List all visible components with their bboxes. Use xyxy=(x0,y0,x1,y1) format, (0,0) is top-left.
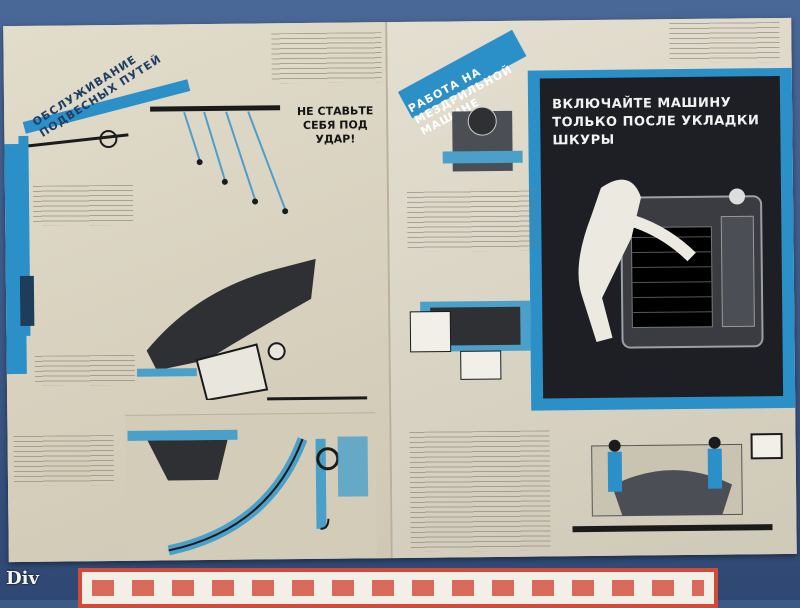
right-lower-text xyxy=(409,430,551,552)
hook-bar xyxy=(267,396,368,401)
machine-top-illustration xyxy=(442,106,523,172)
left-bottom-text xyxy=(13,435,115,487)
rollers-illustration xyxy=(127,429,369,556)
left-intro-text xyxy=(271,32,382,84)
warning-heading: НЕ СТАВЬТЕ СЕБЯ ПОД УДАР! xyxy=(296,104,374,146)
poster-right-panel: РАБОТА НА МЕЗДРИЛЬНОЙ МАШИНЕ ВКЛЮЧАЙТЕ М… xyxy=(387,17,797,559)
safety-poster: ОБСЛУЖИВАНИЕ ПОДВЕСНЫХ ПУТЕЙ НЕ СТАВЬТЕ … xyxy=(3,17,797,563)
poster-left-panel: ОБСЛУЖИВАНИЕ ПОДВЕСНЫХ ПУТЕЙ НЕ СТАВЬТЕ … xyxy=(3,22,393,563)
hide-trolley-illustration xyxy=(136,258,316,401)
warning-image-panel: ВКЛЮЧАЙТЕ МАШИНУ ТОЛЬКО ПОСЛЕ УКЛАДКИ ШК… xyxy=(539,76,784,399)
warning-image-heading: ВКЛЮЧАЙТЕ МАШИНУ ТОЛЬКО ПОСЛЕ УКЛАДКИ ШК… xyxy=(551,95,760,149)
right-column-text xyxy=(406,190,538,252)
left-side-text-2 xyxy=(34,354,135,386)
bottom-sign xyxy=(78,568,718,608)
workers-machine-illustration xyxy=(572,433,783,533)
right-intro-text xyxy=(669,22,780,64)
sign-stripes xyxy=(92,580,704,596)
fleshing-machine-illustration xyxy=(578,179,764,349)
rail-hooks-illustration xyxy=(150,105,289,215)
rail-frame-illustration xyxy=(18,130,129,336)
watermark-text: Div xyxy=(6,568,39,589)
machine-middle-illustration xyxy=(409,300,531,380)
